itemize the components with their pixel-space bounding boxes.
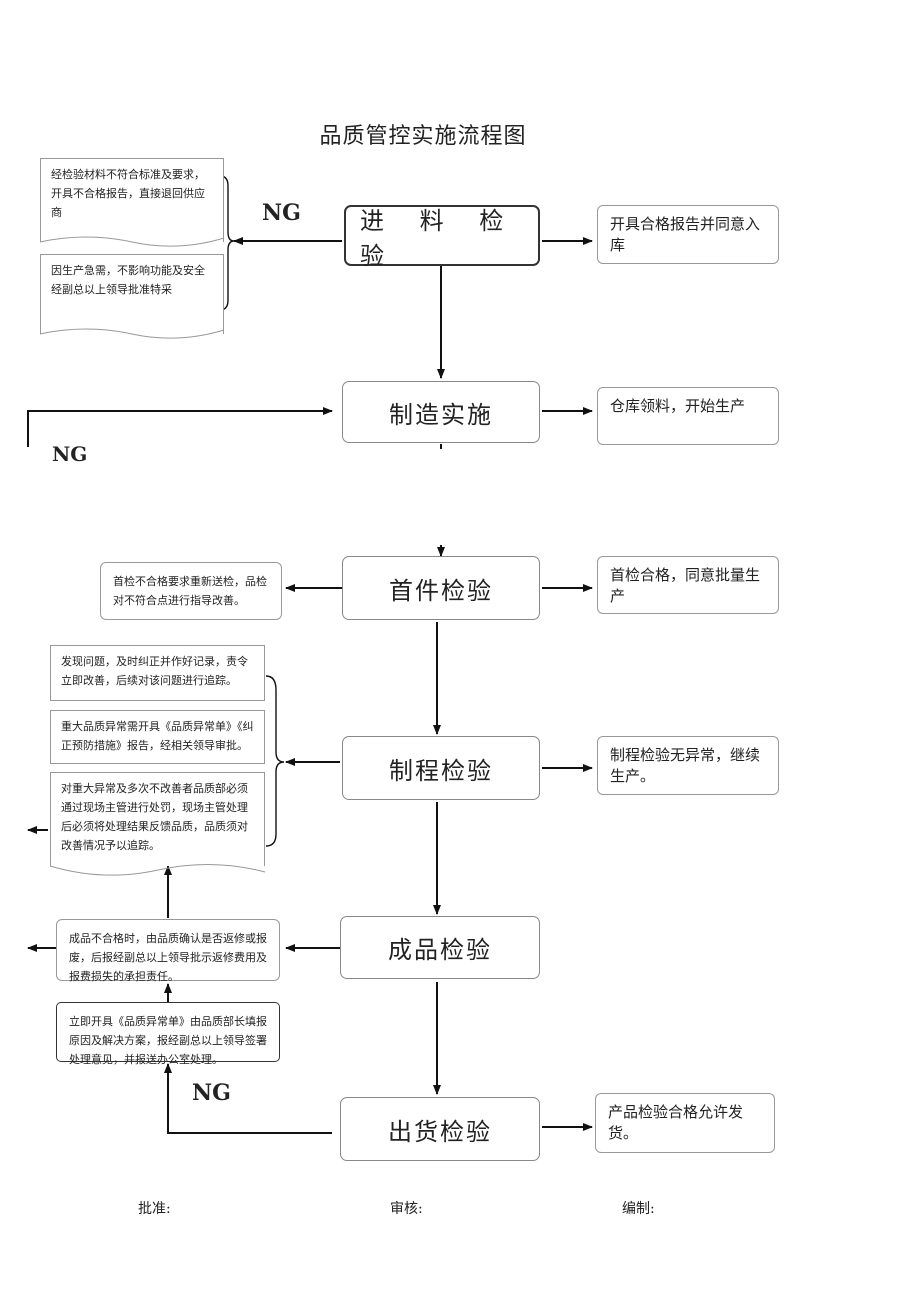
step-final-inspection: 成品检验: [340, 916, 540, 979]
result-first-article: 首检合格，同意批量生产: [597, 556, 779, 614]
note-process-major: 重大品质异常需开具《品质异常单》《纠正预防措施》报告，经相关领导审批。: [50, 710, 265, 764]
step-first-article-inspection: 首件检验: [342, 556, 540, 620]
note-final-fail: 成品不合格时，由品质确认是否返修或报废，后报经副总以上领导批示返修费用及报费损失…: [56, 919, 280, 983]
note-incoming-reject: 经检验材料不符合标准及要求，开具不合格报告，直接退回供应商: [40, 158, 224, 242]
signature-prepare: 编制:: [622, 1201, 655, 1217]
step-final-label: 成品检验: [388, 936, 492, 964]
result-manufacturing: 仓库领料，开始生产: [597, 387, 779, 445]
step-manufacturing: 制造实施: [342, 381, 540, 443]
step-in-process-inspection: 制程检验: [342, 736, 540, 800]
page-break-gap: [0, 449, 920, 545]
wave-note-incoming-reject: [39, 236, 225, 247]
note-process-minor: 发现问题，及时纠正并作好记录，责令立即改善，后续对该问题进行追踪。: [50, 645, 265, 701]
note-incoming-special: 因生产急需，不影响功能及安全经副总以上领导批准特采: [40, 254, 224, 334]
ng-label-manufacturing: NG: [52, 442, 88, 466]
step-incoming-inspection: 进 料 检 验: [344, 205, 540, 270]
arrow-outgoing-ng: [164, 1063, 332, 1134]
ng-label-incoming: NG: [262, 200, 301, 226]
step-first-article-label: 首件检验: [389, 576, 493, 605]
result-in-process: 制程检验无异常，继续生产。: [597, 736, 779, 795]
result-outgoing: 产品检验合格允许发货。: [595, 1093, 775, 1153]
step-incoming-label: 进 料 检 验: [360, 206, 518, 270]
step-manufacturing-label: 制造实施: [389, 400, 493, 429]
page-title: 品质管控实施流程图: [319, 124, 527, 149]
note-outgoing-fail: 立即开具《品质异常单》由品质部长填报原因及解决方案，报经副总以上领导签署处理意见…: [56, 1002, 280, 1066]
step-outgoing-inspection: 出货检验: [340, 1097, 540, 1161]
signature-approve: 批准:: [138, 1201, 171, 1217]
signature-review: 审核:: [390, 1201, 423, 1217]
note-process-repeat: 对重大异常及多次不改善者品质部必须通过现场主管进行处罚，现场主管处理后必须将处理…: [50, 772, 265, 866]
arrow-rework-to-manufacturing: [27, 407, 333, 447]
step-in-process-label: 制程检验: [389, 756, 493, 785]
note-first-article-fail: 首检不合格要求重新送检，品检对不符合点进行指导改善。: [100, 562, 282, 620]
ng-label-outgoing: NG: [192, 1080, 231, 1106]
wave-note-incoming-special: [39, 328, 225, 339]
result-incoming: 开具合格报告并同意入库: [597, 205, 779, 264]
wave-note-process-repeat: [49, 863, 266, 876]
brace-process-notes: [265, 675, 285, 847]
brace-incoming-notes: [219, 175, 235, 311]
step-outgoing-label: 出货检验: [388, 1117, 492, 1146]
